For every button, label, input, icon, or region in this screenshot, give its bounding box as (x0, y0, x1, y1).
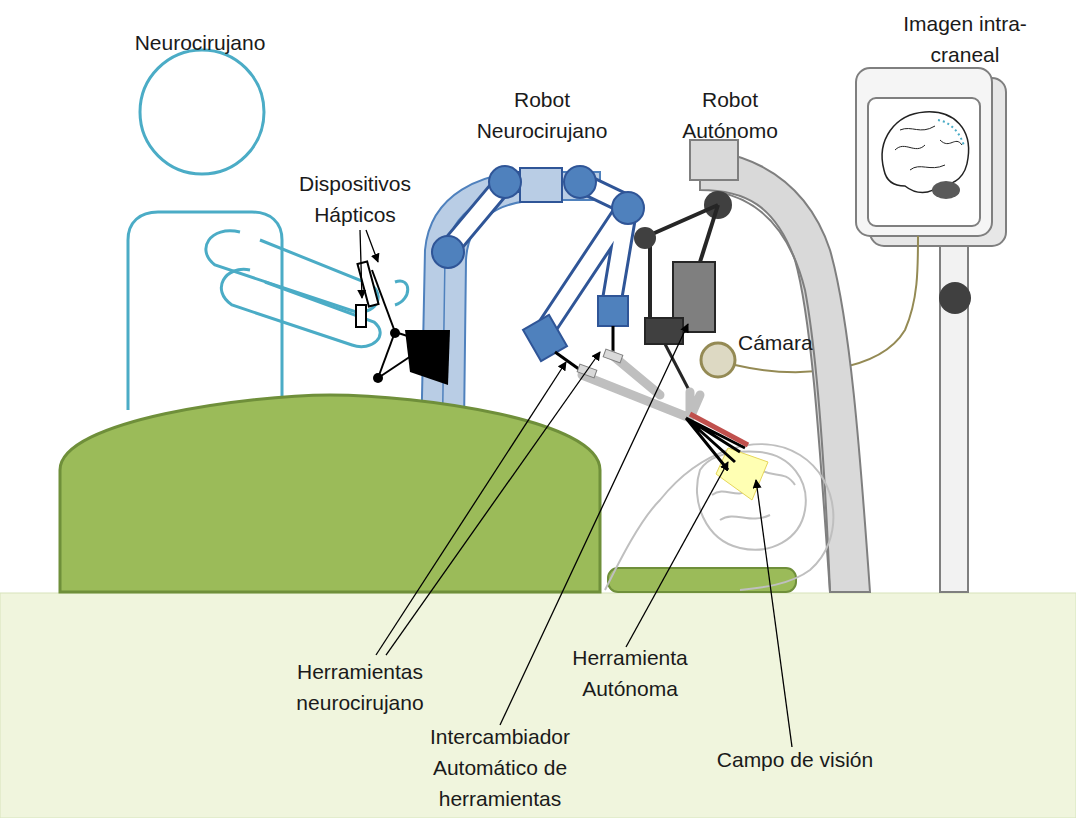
tool-port (603, 349, 623, 363)
robot-arm-outline (448, 182, 628, 330)
callout-label: Robot Autónomo (670, 84, 790, 146)
callout-label: Neurocirujano (90, 27, 310, 58)
floor (0, 593, 1076, 818)
callout-label: Robot Neurocirujano (462, 84, 622, 146)
arm-link (665, 344, 690, 392)
target-marks (938, 120, 964, 146)
monitor-frame (856, 68, 992, 236)
tool-guide (582, 355, 700, 418)
callout-label: Imagen intra-craneal (890, 8, 1040, 70)
joint (634, 227, 656, 249)
leader-line (366, 230, 378, 262)
leader-line (386, 352, 600, 655)
joint (489, 166, 521, 198)
haptic-devices (356, 261, 450, 385)
callout-label: Cámara (738, 327, 848, 358)
surgeon-head (140, 50, 264, 174)
leader-line (756, 480, 792, 747)
patient-head (605, 444, 833, 590)
end-effector (598, 296, 628, 326)
joint (432, 236, 464, 268)
callout-label: Campo de visión (690, 744, 900, 775)
autonomous-tool-red (690, 414, 748, 445)
skull-outline (605, 444, 833, 590)
arm-link (700, 205, 718, 262)
arch-edge (718, 192, 830, 592)
surgeon-hand (395, 281, 408, 305)
callout-label: Dispositivos Hápticos (285, 168, 425, 230)
callout-label: Herramienta Autónoma (560, 642, 700, 704)
top-link (690, 140, 738, 180)
callout-label: Intercambiador Automático de herramienta… (415, 721, 585, 814)
surgeon-body (128, 212, 282, 410)
arch-band (700, 150, 870, 592)
patient-drape (60, 395, 600, 592)
top-link (520, 168, 562, 202)
callout-label: Herramientas neurocirujano (285, 656, 435, 718)
joint (612, 192, 644, 224)
autonomous-robot (634, 140, 870, 592)
haptic-joint (390, 328, 400, 338)
monitor (856, 68, 1006, 592)
brain-folds (895, 126, 962, 170)
cerebellum (932, 181, 960, 199)
leader-line (626, 462, 728, 647)
camera (701, 343, 735, 377)
stand-joint (939, 282, 971, 314)
leader-line (376, 362, 566, 655)
field-of-view (716, 448, 768, 500)
tools (577, 349, 768, 500)
haptic-stylus (356, 305, 366, 327)
joint (564, 166, 596, 198)
haptic-joint (373, 373, 383, 383)
surgeon-arm (221, 269, 380, 346)
end-effector (645, 318, 683, 344)
monitor-screen (868, 98, 980, 226)
leader-lines (360, 230, 792, 747)
tool-shaft (612, 326, 615, 352)
leader-line (360, 230, 362, 298)
surgeon (128, 50, 380, 410)
robot-arm (448, 182, 628, 330)
haptic-link (378, 332, 395, 378)
haptic-link (378, 350, 420, 378)
brain-image (882, 112, 968, 193)
